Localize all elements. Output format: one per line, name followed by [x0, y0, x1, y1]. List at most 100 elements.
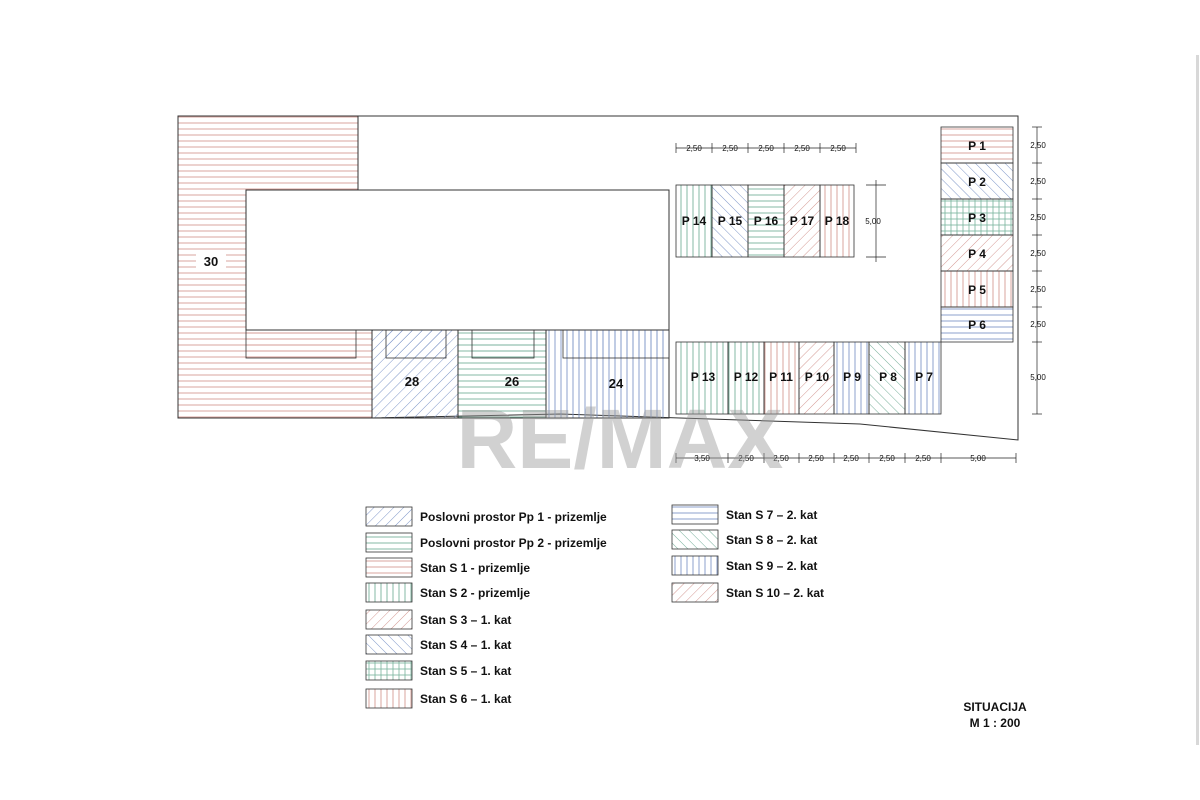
parking-top-row: P 14 P 15 P 16 P 17 P 18 [675, 184, 855, 258]
parking-p10-label: P 10 [805, 370, 830, 384]
parking-p18 [819, 184, 855, 258]
parking-p10 [798, 341, 835, 415]
dim-bottom-5: 2,50 [843, 454, 859, 463]
dim-bottom-8: 5,00 [970, 454, 986, 463]
dim-right-6: 2,50 [1030, 320, 1046, 329]
legend-swatch-pp1 [365, 506, 413, 527]
parking-p16 [747, 184, 785, 258]
parking-bottom-row: P 13 P 12 P 11 P 10 P 9 P 8 P 7 [675, 341, 942, 415]
parking-right-column: P 1 P 2 P 3 P 4 P 5 P 6 [940, 126, 1014, 343]
parking-p16-label: P 16 [754, 214, 779, 228]
unit-30-label-bg [196, 251, 226, 271]
parking-p15-label: P 15 [718, 214, 743, 228]
legend-label-s6: Stan S 6 – 1. kat [420, 692, 511, 706]
legend-swatch-s3 [365, 609, 413, 630]
parking-p18-label: P 18 [825, 214, 850, 228]
unit-30-bay [245, 329, 357, 359]
parking-p8 [868, 341, 906, 415]
legend-swatch-s1 [365, 557, 413, 578]
dim-right-7: 5,00 [1030, 373, 1046, 382]
dim-right-5: 2,50 [1030, 285, 1046, 294]
legend-swatch-s8 [671, 529, 719, 550]
parking-p14 [675, 184, 713, 258]
parking-p14-label: P 14 [682, 214, 707, 228]
legend-swatch-pp2 [365, 532, 413, 553]
legend-left: Poslovni prostor Pp 1 - prizemlje Poslov… [365, 506, 607, 709]
legend-swatch-s9 [671, 555, 719, 576]
legend-label-s9: Stan S 9 – 2. kat [726, 559, 817, 573]
legend-swatch-s4 [365, 634, 413, 655]
parking-p11-label: P 11 [769, 370, 793, 384]
parking-p15 [711, 184, 749, 258]
parking-p4-label: P 4 [968, 247, 986, 261]
dim-top-3: 2,50 [758, 144, 774, 153]
legend-swatch-s6 [365, 688, 413, 709]
dim-top-4: 2,50 [794, 144, 810, 153]
parking-p1 [940, 126, 1014, 164]
dim-bottom-7: 2,50 [915, 454, 931, 463]
parking-p1-label: P 1 [968, 139, 986, 153]
legend-label-s10: Stan S 10 – 2. kat [726, 586, 824, 600]
parking-p3-label: P 3 [968, 211, 986, 225]
parking-p13 [675, 341, 729, 415]
parking-p11 [763, 341, 800, 415]
parking-p6 [940, 306, 1014, 343]
legend-label-s1: Stan S 1 - prizemlje [420, 561, 530, 575]
dim-right-4: 2,50 [1030, 249, 1046, 258]
legend-label-s7: Stan S 7 – 2. kat [726, 508, 817, 522]
parking-p7 [904, 341, 942, 415]
legend-label-s8: Stan S 8 – 2. kat [726, 533, 817, 547]
dim-bottom-2: 2,50 [738, 454, 754, 463]
unit-28-bay [385, 329, 447, 359]
unit-30-label: 30 [204, 254, 218, 269]
parking-p17-label: P 17 [790, 214, 815, 228]
legend-swatch-s5 [365, 660, 413, 681]
unit-24-bay [562, 329, 670, 359]
parking-p12-label: P 12 [734, 370, 759, 384]
dim-bottom-6: 2,50 [879, 454, 895, 463]
parking-p17 [783, 184, 821, 258]
dim-right-1: 2,50 [1030, 141, 1046, 150]
parking-p5-label: P 5 [968, 283, 986, 297]
parking-p6-label: P 6 [968, 318, 986, 332]
parking-p7-label: P 7 [915, 370, 933, 384]
dim-bottom-3: 2,50 [773, 454, 789, 463]
parking-p9-label: P 9 [843, 370, 861, 384]
dim-right-2: 2,50 [1030, 177, 1046, 186]
legend-label-pp1: Poslovni prostor Pp 1 - prizemlje [420, 510, 607, 524]
dim-top-5: 2,50 [830, 144, 846, 153]
dim-bottom-4: 2,50 [808, 454, 824, 463]
parking-p2 [940, 162, 1014, 200]
legend-label-s3: Stan S 3 – 1. kat [420, 613, 511, 627]
dim-bottom-1: 3,50 [694, 454, 710, 463]
parking-p13-label: P 13 [691, 370, 716, 384]
legend-swatch-s7 [671, 504, 719, 525]
parking-p4 [940, 234, 1014, 272]
legend-swatch-s2 [365, 582, 413, 603]
dim-top-1: 2,50 [686, 144, 702, 153]
legend-label-pp2: Poslovni prostor Pp 2 - prizemlje [420, 536, 607, 550]
parking-p5 [940, 270, 1014, 308]
parking-p3 [940, 198, 1014, 236]
dim-top-depth: 5,00 [865, 217, 881, 226]
unit-26-label: 26 [505, 374, 519, 389]
legend-label-s2: Stan S 2 - prizemlje [420, 586, 530, 600]
unit-24-label: 24 [609, 376, 624, 391]
legend-right: Stan S 7 – 2. kat Stan S 8 – 2. kat Stan… [671, 504, 824, 603]
parking-p2-label: P 2 [968, 175, 986, 189]
legend-swatch-s10 [671, 582, 719, 603]
dimension-top [675, 143, 886, 262]
parking-p8-label: P 8 [879, 370, 897, 384]
legend-label-s4: Stan S 4 – 1. kat [420, 638, 511, 652]
legend-label-s5: Stan S 5 – 1. kat [420, 664, 511, 678]
watermark: RE/MAX [457, 392, 784, 486]
parking-p9 [833, 341, 870, 415]
page-edge-rule [1196, 55, 1199, 745]
unit-28-label: 28 [405, 374, 419, 389]
dim-right-3: 2,50 [1030, 213, 1046, 222]
main-building [245, 189, 670, 331]
drawing-title: SITUACIJA [963, 700, 1027, 714]
dimension-bottom [675, 453, 1017, 463]
dim-top-2: 2,50 [722, 144, 738, 153]
